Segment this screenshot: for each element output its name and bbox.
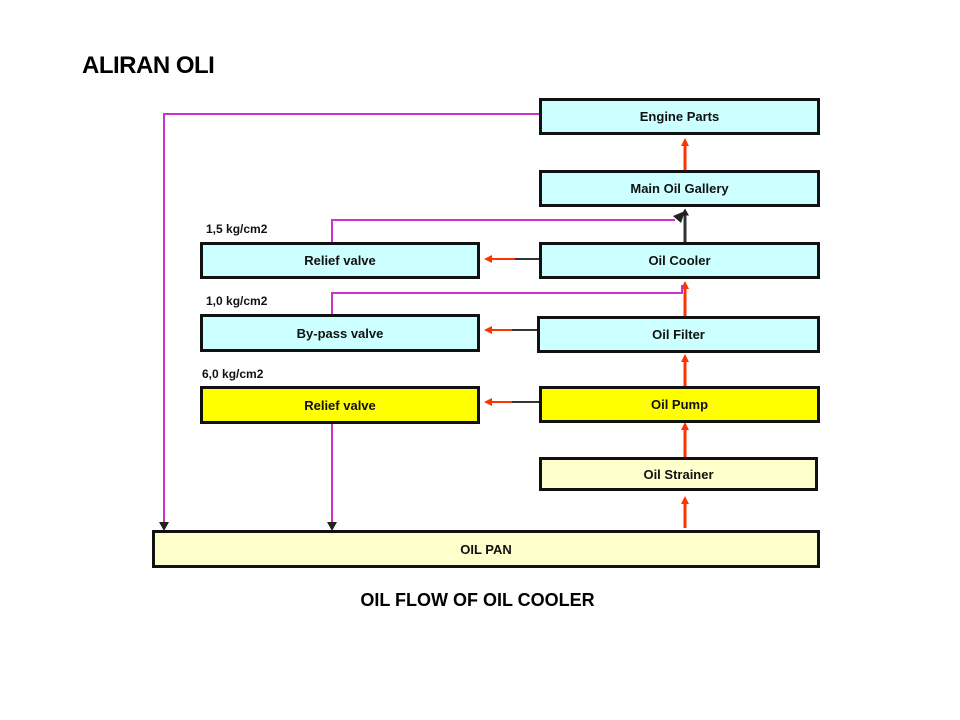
oil-pan-box: OIL PAN xyxy=(152,530,820,568)
relief-valve-cooler-box: Relief valve xyxy=(200,242,480,279)
arrowhead-bypass-to-gallery xyxy=(673,211,685,223)
valve-branch-arrows xyxy=(484,255,540,406)
oil-pump-box: Oil Pump xyxy=(539,386,820,423)
arrowhead-relief-return xyxy=(327,522,337,531)
main-oil-gallery-box: Main Oil Gallery xyxy=(539,170,820,207)
diagram-caption: OIL FLOW OF OIL COOLER xyxy=(360,590,595,610)
return-engine-parts-to-pan xyxy=(163,113,540,524)
relief-valve-cooler-pressure: 1,5 kg/cm2 xyxy=(206,222,268,236)
relief-valve-pump-pressure: 6,0 kg/cm2 xyxy=(202,367,264,381)
diagram-title: ALIRAN OLI xyxy=(82,52,215,79)
arrowhead-engine-return xyxy=(159,522,169,531)
bypass-valve-box: By-pass valve xyxy=(200,314,480,352)
oil-filter-box: Oil Filter xyxy=(537,316,820,353)
return-bypass-to-cooler xyxy=(331,285,683,316)
return-lines xyxy=(163,113,683,524)
engine-parts-label: Engine Parts xyxy=(639,109,720,124)
oil-filter-label: Oil Filter xyxy=(652,327,705,342)
oil-strainer-label: Oil Strainer xyxy=(643,466,714,482)
main-oil-gallery-label: Main Oil Gallery xyxy=(630,181,729,196)
bypass-valve-pressure: 1,0 kg/cm2 xyxy=(206,294,268,308)
oil-cooler-box: Oil Cooler xyxy=(539,242,820,279)
return-relief-cooler-bypass xyxy=(331,219,675,245)
relief-valve-pump-label: Relief valve xyxy=(304,397,376,413)
engine-parts-box: Engine Parts xyxy=(539,98,820,135)
bypass-valve-label: By-pass valve xyxy=(296,325,384,341)
oil-pan-label: OIL PAN xyxy=(460,541,512,557)
relief-valve-pump-box: Relief valve xyxy=(200,386,480,424)
oil-strainer-box: Oil Strainer xyxy=(539,457,818,491)
oil-cooler-label: Oil Cooler xyxy=(648,253,711,268)
relief-valve-cooler-label: Relief valve xyxy=(304,253,376,268)
oil-pump-label: Oil Pump xyxy=(650,397,709,412)
